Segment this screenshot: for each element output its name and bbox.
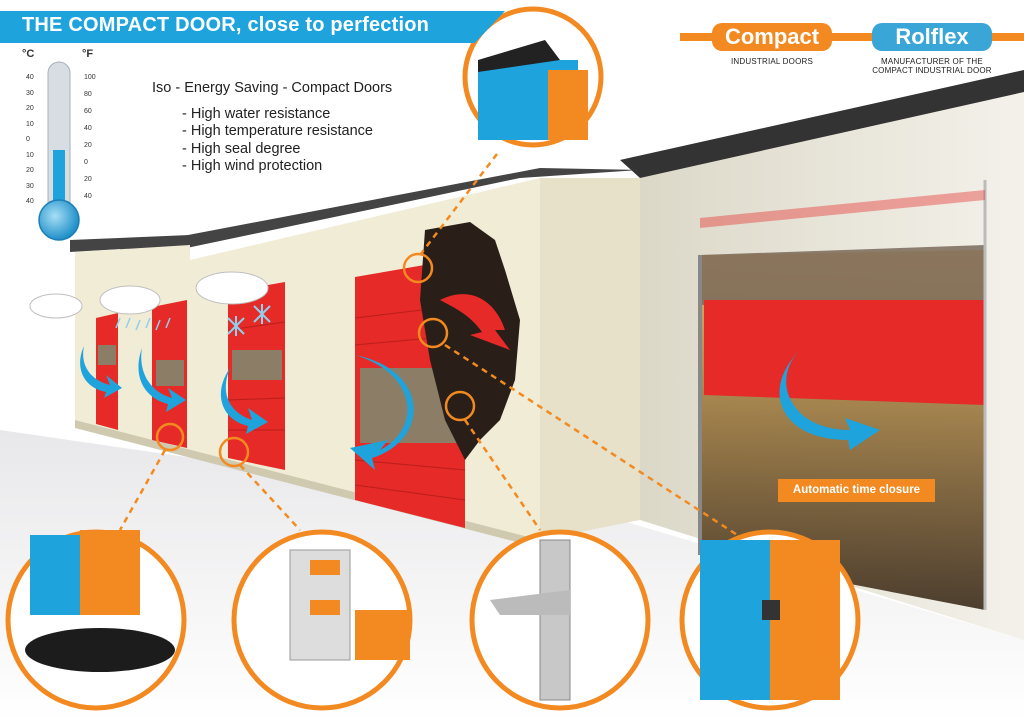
fahrenheit-tick: 0 (84, 159, 88, 166)
building-end-wall (540, 178, 640, 540)
detail-circle-4 (679, 529, 861, 711)
rolflex-tagline-2: COMPACT INDUSTRIAL DOOR (872, 66, 992, 75)
description-heading: Iso - Energy Saving - Compact Doors (152, 80, 393, 96)
rolflex-tagline-1: MANUFACTURER OF THE (881, 57, 983, 66)
wind-arrow-icon (779, 350, 880, 450)
compact-tagline: INDUSTRIAL DOORS (730, 57, 814, 66)
celsius-tick: 40 (26, 74, 34, 81)
fahrenheit-unit: °F (82, 48, 94, 60)
celsius-unit: °C (22, 48, 35, 60)
fahrenheit-tick: 40 (84, 125, 92, 132)
compact-logo: Compact (712, 23, 832, 51)
side-building-roof (620, 70, 1024, 178)
fahrenheit-tick: 20 (84, 176, 92, 183)
door-3 (227, 282, 286, 470)
fahrenheit-tick: 60 (84, 108, 92, 115)
wind-arrow-icon (80, 346, 414, 470)
rolflex-logo: Rolflex (872, 23, 992, 51)
door-1 (96, 313, 118, 430)
automatic-closure-label: Automatic time closure (778, 479, 935, 502)
page-title: THE COMPACT DOOR, close to perfection (22, 14, 430, 36)
door-windows (700, 245, 985, 305)
snowflake-icon (227, 304, 271, 336)
rain-icon (115, 317, 171, 331)
feature-item: - High water resistance (182, 105, 331, 122)
celsius-tick: 40 (26, 198, 34, 205)
fahrenheit-tick: 80 (84, 91, 92, 98)
celsius-tick: 0 (26, 136, 30, 143)
detail-circle-1 (5, 529, 187, 711)
celsius-tick: 10 (26, 120, 34, 128)
detail-circle-3 (469, 529, 651, 711)
large-door-panel (704, 300, 985, 405)
celsius-tick: 10 (26, 151, 34, 159)
feature-description: Iso - Energy Saving - Compact Doors - Hi… (152, 80, 392, 176)
feature-list: - High water resistance - High temperatu… (152, 106, 392, 176)
magnifier-circle-icon (155, 252, 476, 468)
feature-item: - High seal degree (182, 140, 301, 157)
title-banner (0, 11, 505, 43)
thermometer-icon (38, 61, 80, 241)
detail-circle-2 (231, 529, 413, 711)
fahrenheit-tick: 20 (84, 142, 92, 149)
feature-item: - High temperature resistance (182, 123, 373, 139)
detail-circle-top (462, 6, 604, 148)
celsius-tick: 20 (26, 167, 34, 174)
feature-item: - High wind protection (182, 158, 323, 174)
fahrenheit-tick: 40 (84, 193, 92, 200)
door-2 (152, 300, 187, 448)
fahrenheit-tick: 100 (84, 74, 96, 81)
celsius-tick: 20 (26, 105, 34, 112)
door-cutaway (420, 222, 520, 460)
cloud-icon (29, 271, 269, 319)
celsius-tick: 30 (26, 89, 34, 97)
celsius-tick: 30 (26, 182, 34, 190)
